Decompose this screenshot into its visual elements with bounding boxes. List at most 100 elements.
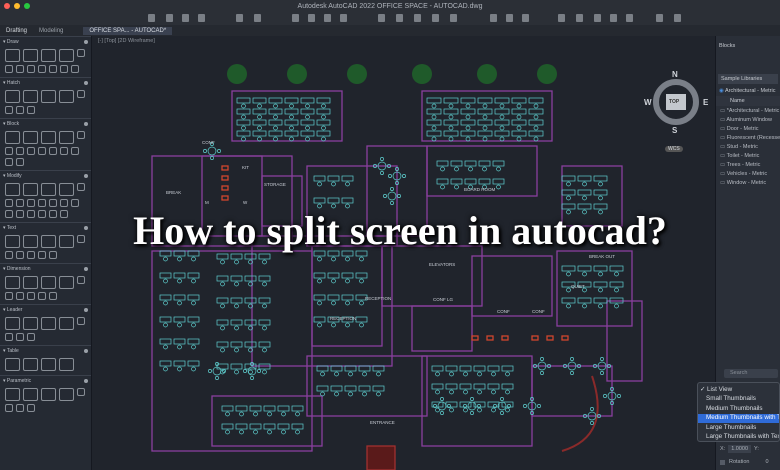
rotation-input[interactable]: 0	[765, 459, 769, 465]
tool-icon[interactable]	[41, 49, 56, 62]
panel-header[interactable]: Leader	[3, 307, 88, 315]
tool-icon[interactable]	[16, 158, 24, 166]
tool-icon[interactable]	[23, 317, 38, 330]
tool-icon[interactable]	[5, 65, 13, 73]
tool-icon[interactable]	[5, 106, 13, 114]
tool-icon[interactable]	[16, 292, 24, 300]
tool-icon[interactable]	[38, 251, 46, 259]
toolbar-button-icon[interactable]	[522, 14, 529, 22]
panel-header[interactable]: Block	[3, 121, 88, 129]
tool-icon[interactable]	[38, 147, 46, 155]
toolbar-button-icon[interactable]	[308, 14, 315, 22]
document-tab[interactable]: OFFICE SPA... - AUTOCAD*	[83, 26, 173, 35]
toolbar-button-icon[interactable]	[340, 14, 347, 22]
tool-icon[interactable]	[23, 183, 38, 196]
panel-options-icon[interactable]	[84, 81, 88, 85]
block-item[interactable]: Stud - Metric	[716, 142, 780, 151]
tool-icon[interactable]	[77, 90, 85, 98]
toolbar-button-icon[interactable]	[610, 14, 617, 22]
tool-icon[interactable]	[38, 292, 46, 300]
tool-icon[interactable]	[23, 131, 38, 144]
tool-icon[interactable]	[77, 183, 85, 191]
tool-icon[interactable]	[5, 131, 20, 144]
block-item[interactable]: Door - Metric	[716, 124, 780, 133]
compass-north[interactable]: N	[672, 70, 678, 79]
toolbar-button-icon[interactable]	[576, 14, 583, 22]
tool-icon[interactable]	[5, 147, 13, 155]
tool-icon[interactable]	[77, 131, 85, 139]
tab-drafting[interactable]: Drafting	[6, 27, 28, 34]
tool-icon[interactable]	[41, 90, 56, 103]
toolbar-button-icon[interactable]	[506, 14, 513, 22]
block-item[interactable]: Vehicles - Metric	[716, 169, 780, 178]
tool-icon[interactable]	[59, 235, 74, 248]
tool-icon[interactable]	[38, 65, 46, 73]
toolbar-button-icon[interactable]	[254, 14, 261, 22]
tool-icon[interactable]	[16, 147, 24, 155]
tool-icon[interactable]	[49, 65, 57, 73]
tool-icon[interactable]	[41, 388, 56, 401]
toolbar-button-icon[interactable]	[656, 14, 663, 22]
panel-options-icon[interactable]	[84, 349, 88, 353]
tool-icon[interactable]	[77, 276, 85, 284]
tool-icon[interactable]	[59, 317, 74, 330]
panel-options-icon[interactable]	[84, 40, 88, 44]
tool-icon[interactable]	[41, 317, 56, 330]
tool-icon[interactable]	[60, 65, 68, 73]
name-column-header[interactable]: Name	[716, 96, 780, 106]
current-library[interactable]: Architectural - Metric	[716, 86, 780, 96]
tool-icon[interactable]	[59, 49, 74, 62]
menu-item[interactable]: Large Thumbnails with Text	[698, 433, 779, 442]
panel-options-icon[interactable]	[84, 226, 88, 230]
close-button[interactable]	[4, 3, 10, 9]
tool-icon[interactable]	[59, 358, 74, 371]
block-item[interactable]: Trees - Metric	[716, 160, 780, 169]
viewcube[interactable]: N S W E TOP WCS	[644, 70, 708, 152]
tool-icon[interactable]	[23, 358, 38, 371]
wcs-menu[interactable]: WCS	[665, 146, 683, 152]
tab-modeling[interactable]: Modeling	[39, 27, 64, 34]
viewcube-ring[interactable]	[650, 76, 702, 128]
block-item[interactable]: Window - Metric	[716, 178, 780, 187]
tool-icon[interactable]	[5, 276, 20, 289]
toolbar-button-icon[interactable]	[324, 14, 331, 22]
tool-icon[interactable]	[41, 358, 56, 371]
tool-icon[interactable]	[5, 388, 20, 401]
toolbar-button-icon[interactable]	[396, 14, 403, 22]
tool-icon[interactable]	[77, 49, 85, 57]
tool-icon[interactable]	[16, 199, 24, 207]
compass-east[interactable]: E	[703, 98, 709, 107]
tool-icon[interactable]	[41, 131, 56, 144]
menu-item[interactable]: Large Thumbnails	[698, 423, 779, 433]
panel-header[interactable]: Modify	[3, 173, 88, 181]
tool-icon[interactable]	[41, 183, 56, 196]
tool-icon[interactable]	[16, 251, 24, 259]
toolbar-button-icon[interactable]	[414, 14, 421, 22]
tool-icon[interactable]	[5, 333, 13, 341]
tool-icon[interactable]	[59, 131, 74, 144]
tool-icon[interactable]	[60, 147, 68, 155]
tool-icon[interactable]	[59, 276, 74, 289]
tool-icon[interactable]	[49, 292, 57, 300]
minimize-button[interactable]	[14, 3, 20, 9]
tool-icon[interactable]	[5, 49, 20, 62]
tool-icon[interactable]	[5, 317, 20, 330]
block-item[interactable]: Aluminum Window	[716, 115, 780, 124]
panel-header[interactable]: Table	[3, 348, 88, 356]
tool-icon[interactable]	[27, 147, 35, 155]
toolbar-button-icon[interactable]	[182, 14, 189, 22]
tool-icon[interactable]	[77, 388, 85, 396]
panel-header[interactable]: Text	[3, 225, 88, 233]
tool-icon[interactable]	[16, 106, 24, 114]
block-item[interactable]: Fluorescent (Recessed)	[716, 133, 780, 142]
block-item[interactable]: *Architectural - Metric	[716, 106, 780, 115]
tool-icon[interactable]	[27, 404, 35, 412]
toolbar-button-icon[interactable]	[236, 14, 243, 22]
tool-icon[interactable]	[23, 90, 38, 103]
tool-icon[interactable]	[27, 210, 35, 218]
panel-header[interactable]: Hatch	[3, 80, 88, 88]
tool-icon[interactable]	[16, 333, 24, 341]
toolbar-button-icon[interactable]	[674, 14, 681, 22]
tool-icon[interactable]	[23, 49, 38, 62]
